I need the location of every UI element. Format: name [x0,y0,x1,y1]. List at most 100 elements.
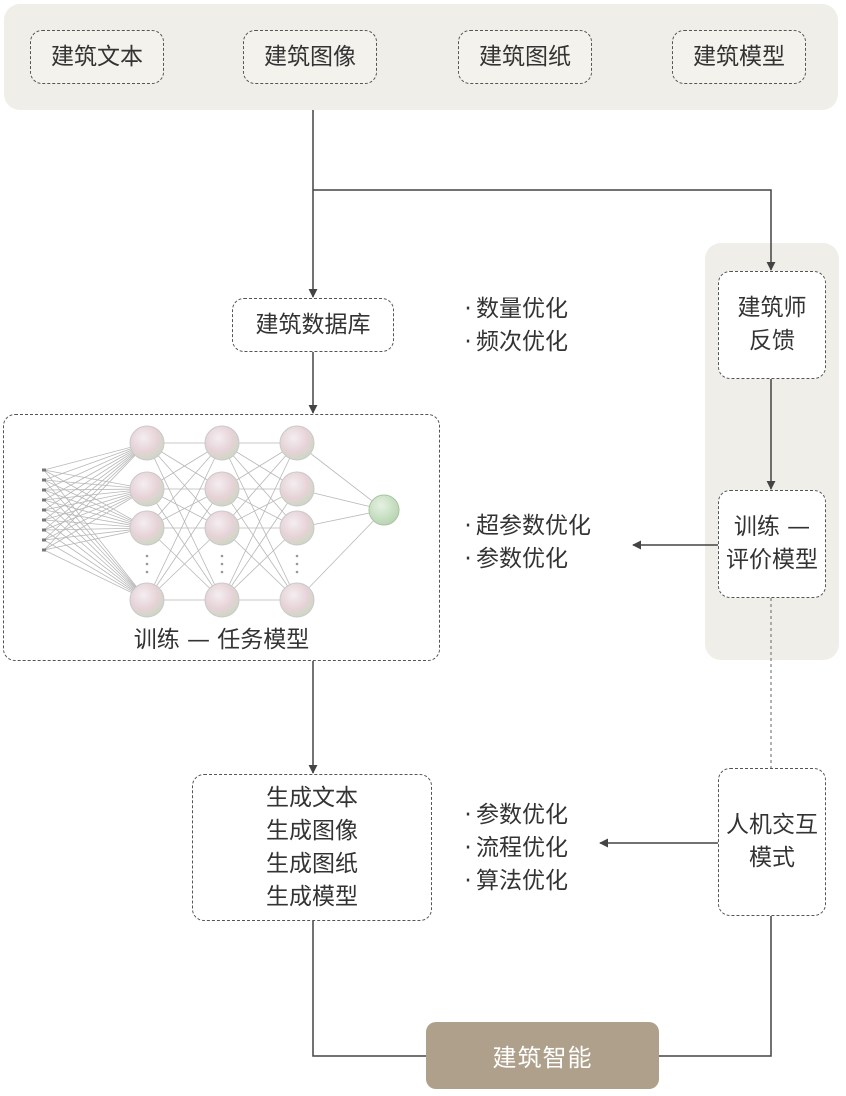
evaluation-model-line2: 评价模型 [726,547,818,573]
source-text-box: 建筑文本 [30,30,164,84]
evaluation-model-box: 训练 — 评价模型 [718,490,826,598]
network-node [129,510,165,546]
network-ellipsis-dot [145,562,149,566]
optimization-1-item: 数量优化 [460,293,568,326]
interaction-mode-line2: 模式 [749,845,795,871]
architecture-intelligence-box: 建筑智能 [426,1022,659,1089]
network-connection [296,509,385,601]
network-ellipsis-dot [295,554,299,558]
network-connection [43,489,148,529]
network-ellipsis-dot [220,554,224,558]
outputs-box: 生成文本 生成图像 生成图纸 生成模型 [192,774,432,921]
network-ellipsis-dot [295,562,299,566]
network-input [42,548,46,552]
line-branch-to-feedback [313,189,776,271]
network-connection [221,442,298,529]
network-connection [43,499,148,529]
network-connection [146,442,223,529]
network-connection [43,469,148,601]
network-node [279,582,315,618]
network-input [42,488,46,492]
network-node [279,471,315,507]
line-interaction-to-result [659,916,772,1057]
network-connection [43,549,148,601]
network-connection [221,442,298,601]
network-connection [43,499,148,601]
network-connection [43,479,148,601]
network-connection [43,488,148,551]
optimization-list-1: 数量优化 频次优化 [460,293,568,359]
network-node [204,425,240,461]
interaction-mode-box: 人机交互 模式 [718,768,826,916]
network-connection [43,509,148,601]
neural-network-graphic [42,425,400,618]
network-connection [43,442,148,501]
network-connection [43,488,148,531]
network-input [42,498,46,502]
source-model-box: 建筑模型 [672,30,806,84]
network-connection [43,442,148,511]
network-connection [43,442,148,541]
optimization-list-3: 参数优化 流程优化 算法优化 [460,799,568,898]
network-connection [43,442,148,551]
network-connection [221,488,298,601]
optimization-2-item: 参数优化 [460,543,591,576]
network-connection [43,442,148,481]
output-image: 生成图像 [266,817,358,844]
source-drawing-box: 建筑图纸 [458,30,592,84]
network-node [204,510,240,546]
output-text: 生成文本 [266,784,358,811]
network-connection [43,529,148,601]
architect-feedback-line1: 建筑师 [737,295,807,321]
optimization-2-item: 超参数优化 [460,510,591,543]
network-input [42,538,46,542]
network-input [42,508,46,512]
network-node [204,582,240,618]
network-node [129,425,165,461]
network-connection [43,442,148,521]
network-connection [43,539,148,601]
network-connection [43,488,148,511]
network-ellipsis-dot [145,570,149,574]
output-model: 生成模型 [266,883,358,910]
network-input [42,518,46,522]
architect-feedback-box: 建筑师 反馈 [718,271,826,379]
network-connection [43,442,148,491]
architect-feedback-line2: 反馈 [749,328,795,354]
network-ellipsis-dot [220,570,224,574]
network-input [42,528,46,532]
network-connection [43,527,148,551]
network-node [129,471,165,507]
line-outputs-to-result [312,921,426,1057]
output-drawing: 生成图纸 [266,850,358,877]
network-output-node [368,494,400,526]
network-connection [146,488,223,601]
network-connection [43,442,148,471]
network-connection [43,489,148,601]
network-node [204,471,240,507]
optimization-3-item: 算法优化 [460,865,568,898]
task-model-label: 训练 — 任务模型 [133,627,310,653]
network-node [129,582,165,618]
source-image-box: 建筑图像 [243,30,377,84]
network-connection [296,442,385,511]
network-ellipsis-dot [145,554,149,558]
optimization-list-2: 超参数优化 参数优化 [460,510,591,576]
network-connection [43,469,148,529]
optimization-3-item: 参数优化 [460,799,568,832]
database-box: 建筑数据库 [232,298,394,352]
network-ellipsis-dot [295,570,299,574]
network-connection [146,442,223,601]
optimization-1-item: 频次优化 [460,326,568,359]
network-node [279,510,315,546]
interaction-mode-line1: 人机交互 [726,812,818,838]
network-node [279,425,315,461]
network-ellipsis-dot [220,562,224,566]
network-input [42,468,46,472]
network-connection [43,519,148,601]
network-connection [43,488,148,541]
network-input [42,478,46,482]
network-connection [43,488,148,521]
network-connection [43,479,148,529]
